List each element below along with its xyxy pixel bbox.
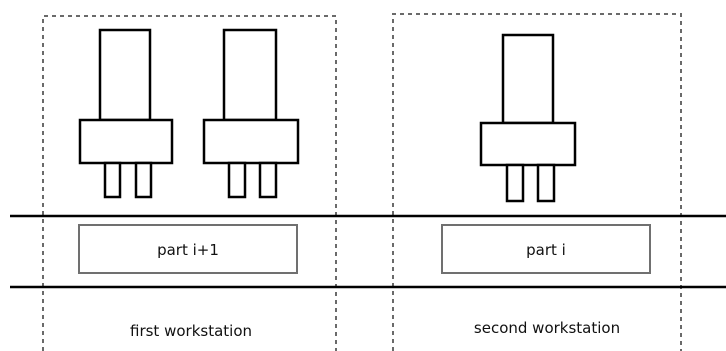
tool-1 [78,28,174,199]
part-label-2: part i [526,241,566,259]
part-label-1: part i+1 [157,241,219,259]
tool-1-shaft [98,28,152,122]
tool-3-prong-right [536,163,556,203]
part-box-1 [78,224,298,274]
tool-1-head [78,118,174,165]
tool-2-shaft [222,28,278,122]
part-box-2 [441,224,651,274]
first-workstation-boundary [42,15,337,351]
tool-3 [479,33,577,203]
tool-2-prong-left [227,161,247,199]
tool-3-shaft [501,33,555,125]
tool-1-prong-right [134,161,153,199]
tool-1-prong-left [103,161,122,199]
tool-3-prong-left [505,163,525,203]
workstation-label-2: second workstation [474,319,620,337]
tool-3-head [479,121,577,167]
tool-2-prong-right [258,161,278,199]
second-workstation-boundary [392,13,682,351]
workstation-label-1: first workstation [130,322,252,340]
tool-2 [202,28,300,199]
tool-2-head [202,118,300,165]
